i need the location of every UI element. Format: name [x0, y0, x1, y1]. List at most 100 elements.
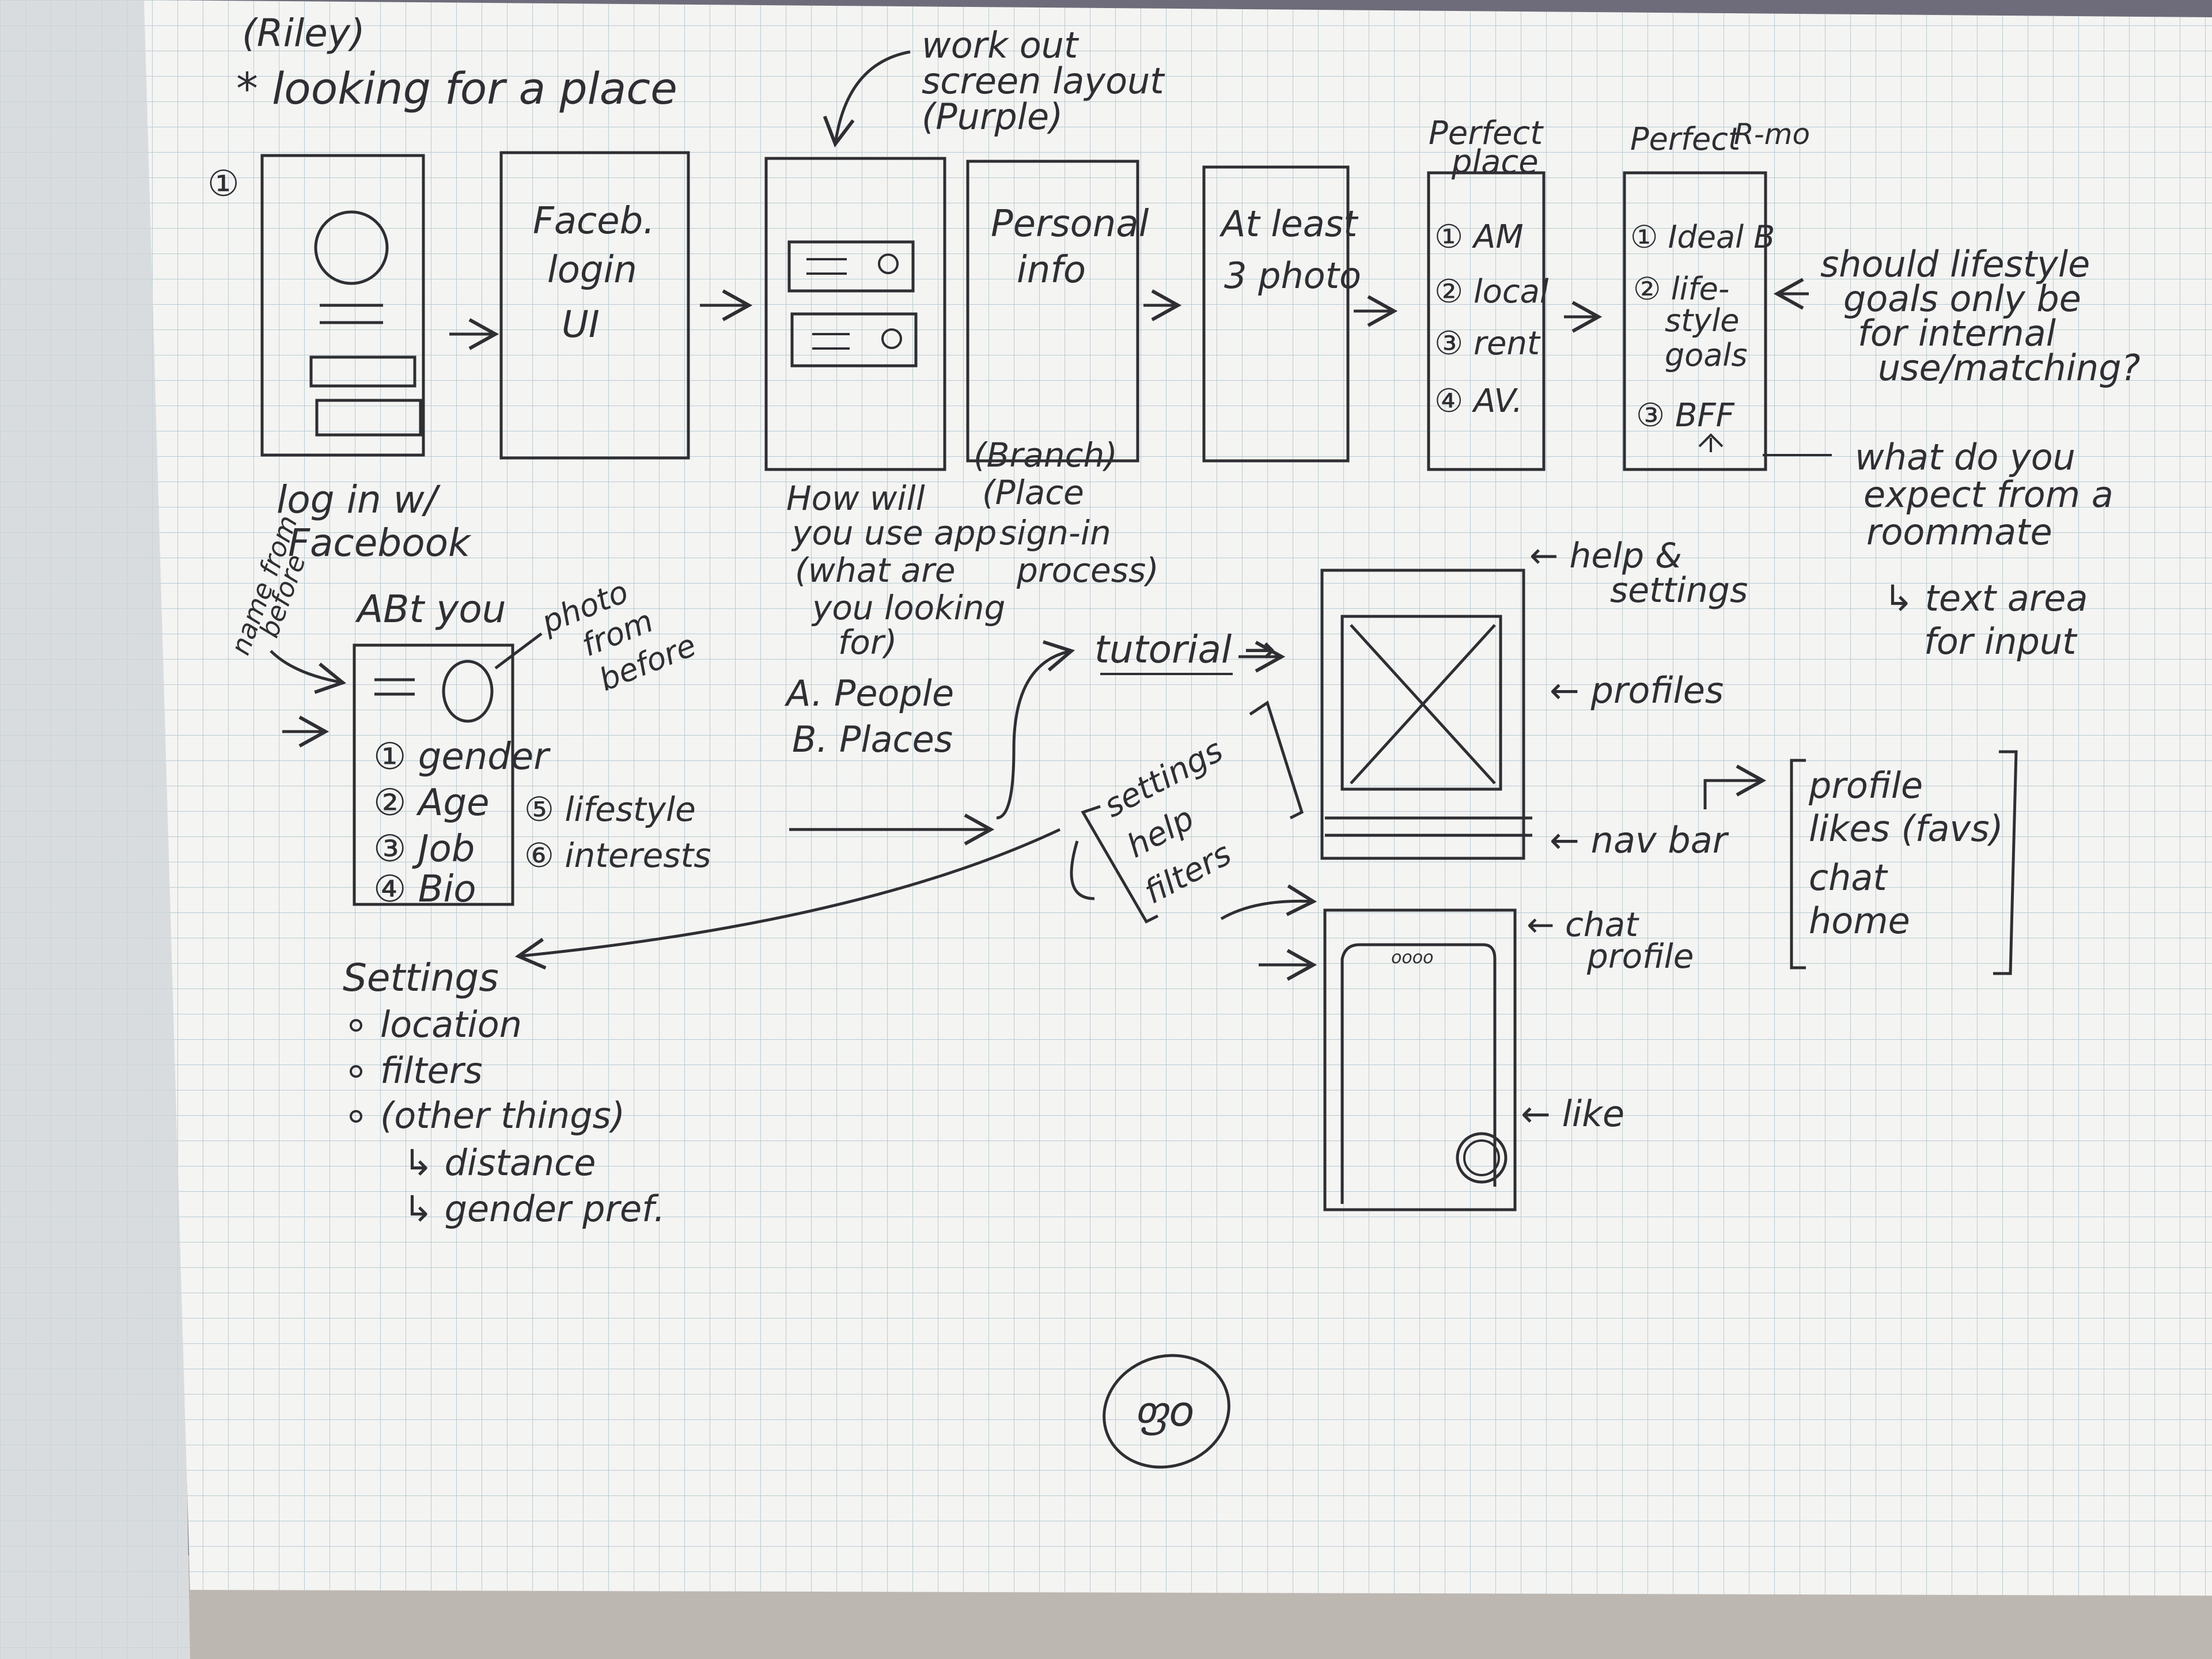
about-you-title: ABt you	[355, 587, 506, 631]
screen-home-profiles	[1320, 569, 1532, 860]
svg-text:style: style	[1665, 302, 1740, 339]
screen-perfect-roommate: ① Ideal B ② life- style goals ③ BFF	[1623, 171, 1775, 471]
svg-text:for input: for input	[1924, 620, 2078, 662]
svg-text:3 photo: 3 photo	[1224, 255, 1361, 297]
perfect-roommate-label: Perfect R-mo	[1630, 118, 1810, 157]
message-dots: oooo	[1391, 948, 1433, 968]
screen-facebook-login	[260, 154, 425, 457]
svg-text:profile: profile	[1808, 764, 1923, 806]
svg-text:goals only be: goals only be	[1843, 278, 2081, 320]
svg-text:② Age: ② Age	[373, 782, 490, 824]
svg-text:you looking: you looking	[811, 588, 1005, 627]
svg-text:↳ text area: ↳ text area	[1884, 577, 2088, 619]
svg-text:expect from a: expect from a	[1863, 474, 2113, 516]
nav-bar-label: ← nav bar	[1550, 819, 1729, 861]
svg-text:(what are: (what are	[795, 551, 956, 590]
svg-text:B. Places: B. Places	[792, 718, 953, 760]
svg-text:① Ideal B: ① Ideal B	[1630, 219, 1775, 255]
svg-text:↳ distance: ↳ distance	[403, 1142, 596, 1184]
svg-text:filters: filters	[380, 1050, 483, 1092]
tutorial-label: tutorial →	[1094, 627, 1276, 672]
screen-at-least-3-photos: At least 3 photo	[1202, 165, 1361, 463]
chat-profile-label: ← chat profile	[1527, 905, 1694, 976]
help-settings-label: ← help &	[1529, 536, 1682, 576]
svg-text:likes (favs): likes (favs)	[1809, 808, 2003, 850]
svg-text:Settings: Settings	[343, 956, 499, 1000]
svg-text:Perfect: Perfect	[1429, 115, 1544, 152]
header-name: (Riley)	[242, 11, 365, 55]
about-you-extra-items: ⑤ lifestyle ⑥ interests	[524, 790, 711, 875]
svg-text:for internal: for internal	[1858, 312, 2056, 354]
svg-text:① gender: ① gender	[373, 736, 551, 778]
lifestyle-question-note: should lifestyle goals only be for inter…	[1820, 243, 2141, 389]
svg-text:↳ gender pref.: ↳ gender pref.	[403, 1188, 665, 1230]
svg-text:② local: ② local	[1434, 273, 1549, 310]
svg-text:① AM: ① AM	[1434, 218, 1524, 256]
svg-text:Facebook: Facebook	[288, 521, 472, 565]
svg-text:login: login	[547, 249, 637, 291]
screen-how-will-you-use-app	[764, 157, 946, 471]
profile-card-image-placeholder	[1340, 615, 1502, 791]
screen1-caption: log in w/ Facebook	[276, 478, 472, 565]
svg-text:At least: At least	[1219, 203, 1359, 245]
like-label: ← like	[1521, 1093, 1624, 1135]
like-button-icon	[1456, 1132, 1508, 1184]
svg-text:chat: chat	[1809, 857, 1888, 899]
svg-text:Perfect: Perfect	[1630, 121, 1741, 157]
svg-text:roommate: roommate	[1866, 511, 2052, 553]
svg-text:what do you: what do you	[1855, 436, 2075, 478]
profiles-label: ← profiles	[1550, 669, 1724, 711]
svg-text:process): process)	[1016, 551, 1159, 590]
profile-photo-icon	[442, 660, 494, 723]
svg-text:④ AV.: ④ AV.	[1434, 382, 1522, 420]
avatar-placeholder-icon	[314, 210, 389, 285]
svg-text:log in w/: log in w/	[276, 478, 441, 522]
svg-text:location: location	[380, 1003, 522, 1046]
svg-text:sign-in: sign-in	[999, 513, 1111, 552]
roommate-question-note: what do you expect from a roommate ↳ tex…	[1855, 436, 2113, 662]
svg-text:⑤ lifestyle: ⑤ lifestyle	[524, 790, 696, 829]
svg-text:profile: profile	[1586, 937, 1694, 976]
svg-text:home: home	[1809, 900, 1910, 942]
svg-text:goals: goals	[1665, 337, 1748, 373]
svg-text:screen layout: screen layout	[922, 60, 1165, 102]
screen4-caption: (Branch) (Place sign-in process)	[974, 435, 1159, 590]
help-settings-label-2: settings	[1610, 570, 1748, 611]
svg-text:Personal: Personal	[991, 203, 1149, 245]
screen-layout-arrow	[823, 50, 911, 148]
svg-text:you use app: you use app	[791, 513, 997, 552]
svg-text:③ rent: ③ rent	[1434, 325, 1541, 362]
svg-text:(Place: (Place	[982, 473, 1084, 512]
screen-facebook-login-ui: Faceb. login UI	[499, 151, 690, 460]
svg-text:← chat: ← chat	[1527, 905, 1639, 944]
svg-text:for): for)	[838, 623, 897, 662]
svg-text:should lifestyle: should lifestyle	[1820, 243, 2090, 285]
screen-perfect-place: ① AM ② local ③ rent ④ AV.	[1427, 171, 1549, 471]
svg-text:place: place	[1451, 143, 1539, 181]
step-number: ①	[207, 162, 240, 204]
button-placeholder	[309, 355, 416, 388]
svg-text:③ Job: ③ Job	[373, 828, 475, 870]
svg-text:(Purple): (Purple)	[922, 96, 1063, 138]
svg-text:(Branch): (Branch)	[974, 435, 1118, 475]
svg-text:② life-: ② life-	[1633, 271, 1729, 307]
svg-text:③ BFF: ③ BFF	[1636, 397, 1735, 434]
svg-text:ფo: ფo	[1135, 1387, 1194, 1435]
header-goal: * looking for a place	[236, 63, 677, 114]
nav-options-bracket: profile likes (favs) chat home	[1790, 750, 2018, 975]
screen-chat-profile: oooo	[1323, 908, 1517, 1211]
screen-personal-info: Personal info	[966, 160, 1149, 463]
svg-text:use/matching?: use/matching?	[1878, 347, 2141, 389]
svg-text:info: info	[1017, 249, 1086, 291]
perfect-place-label: Perfect place	[1429, 115, 1544, 181]
svg-text:⑥ interests: ⑥ interests	[524, 836, 711, 875]
svg-text:Faceb.: Faceb.	[533, 200, 655, 243]
screen-about-you: ① gender ② Age ③ Job ④ Bio	[353, 643, 551, 911]
svg-text:(other things): (other things)	[380, 1094, 625, 1137]
svg-text:A. People: A. People	[784, 672, 954, 714]
button-placeholder	[315, 399, 422, 437]
svg-text:How will: How will	[786, 479, 925, 518]
screen3-caption: How will you use app (what are you looki…	[784, 479, 1005, 760]
svg-text:work out: work out	[922, 24, 1080, 66]
